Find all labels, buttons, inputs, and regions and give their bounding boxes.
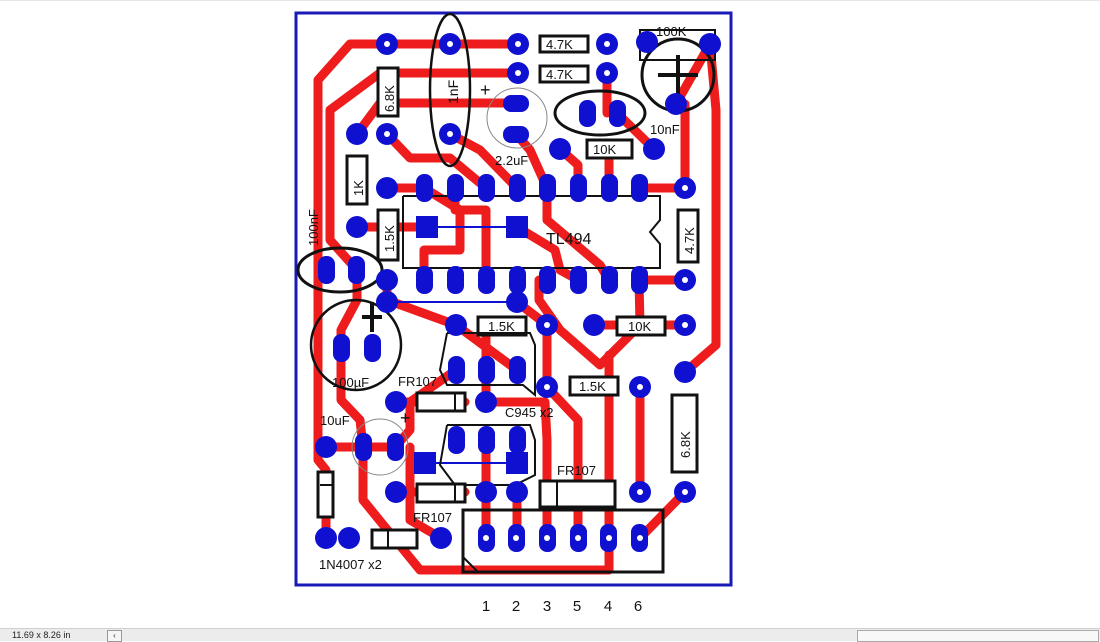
square-pads xyxy=(414,216,528,474)
label-r-15k-mid: 1.5K xyxy=(488,319,515,334)
connector-pin-numbers: 1 2 3 5 4 6 xyxy=(482,598,642,615)
label-r-47k-a: 4.7K xyxy=(546,37,573,52)
label-d-fr107-b: FR107 xyxy=(557,463,596,478)
pin-number: 6 xyxy=(634,598,642,615)
status-bar: 11.69 x 8.26 in ‹ xyxy=(0,628,1100,642)
label-d-fr107-a: FR107 xyxy=(398,374,437,389)
page-size-readout: 11.69 x 8.26 in xyxy=(12,630,71,640)
label-r-68k-top: 6.8K xyxy=(382,85,397,112)
ic-label-tl494: TL494 xyxy=(546,231,591,248)
pin-number: 1 xyxy=(482,598,490,615)
pin-number: 4 xyxy=(604,598,612,615)
label-pot-100k: 100K xyxy=(656,24,687,39)
pin-number: 5 xyxy=(573,598,581,615)
horizontal-scrollbar[interactable] xyxy=(857,630,1099,642)
page-nav-button[interactable]: ‹ xyxy=(107,630,122,642)
label-r-68k-right: 6.8K xyxy=(678,431,693,458)
pin-number: 3 xyxy=(543,598,551,615)
label-r-1k: 1K xyxy=(351,180,366,196)
label-c-10uf: 10uF xyxy=(320,413,350,428)
label-c-100nf: 100nF xyxy=(306,209,321,246)
label-plus-b: + xyxy=(400,408,411,428)
label-r-47k-right: 4.7K xyxy=(682,227,697,254)
label-c-10nf: 10nF xyxy=(650,122,680,137)
label-r-10k-top: 10K xyxy=(593,142,616,157)
pcb-layout-view: 4.7K 4.7K 100K 6.8K 1nF + 2.2uF 10nF 10K… xyxy=(294,11,733,615)
label-r-47k-b: 4.7K xyxy=(546,67,573,82)
label-r-15k-left: 1.5K xyxy=(382,225,397,252)
pad-holes xyxy=(384,41,688,541)
pin-number: 2 xyxy=(512,598,520,615)
label-c-1nf: 1nF xyxy=(445,80,461,104)
window-top-border xyxy=(0,0,1100,1)
label-q-c945: C945 x2 xyxy=(505,405,553,420)
label-c-22uf: 2.2uF xyxy=(495,153,528,168)
label-c-100uf: 100µF xyxy=(332,375,369,390)
label-d-fr107-c: FR107 xyxy=(413,510,452,525)
label-d-1n4007: 1N4007 x2 xyxy=(319,557,382,572)
label-r-10k-mid: 10K xyxy=(628,319,651,334)
silkscreen xyxy=(296,12,716,574)
label-plus-a: + xyxy=(480,80,491,100)
oval-pads xyxy=(318,95,648,552)
label-r-15k-low: 1.5K xyxy=(579,379,606,394)
